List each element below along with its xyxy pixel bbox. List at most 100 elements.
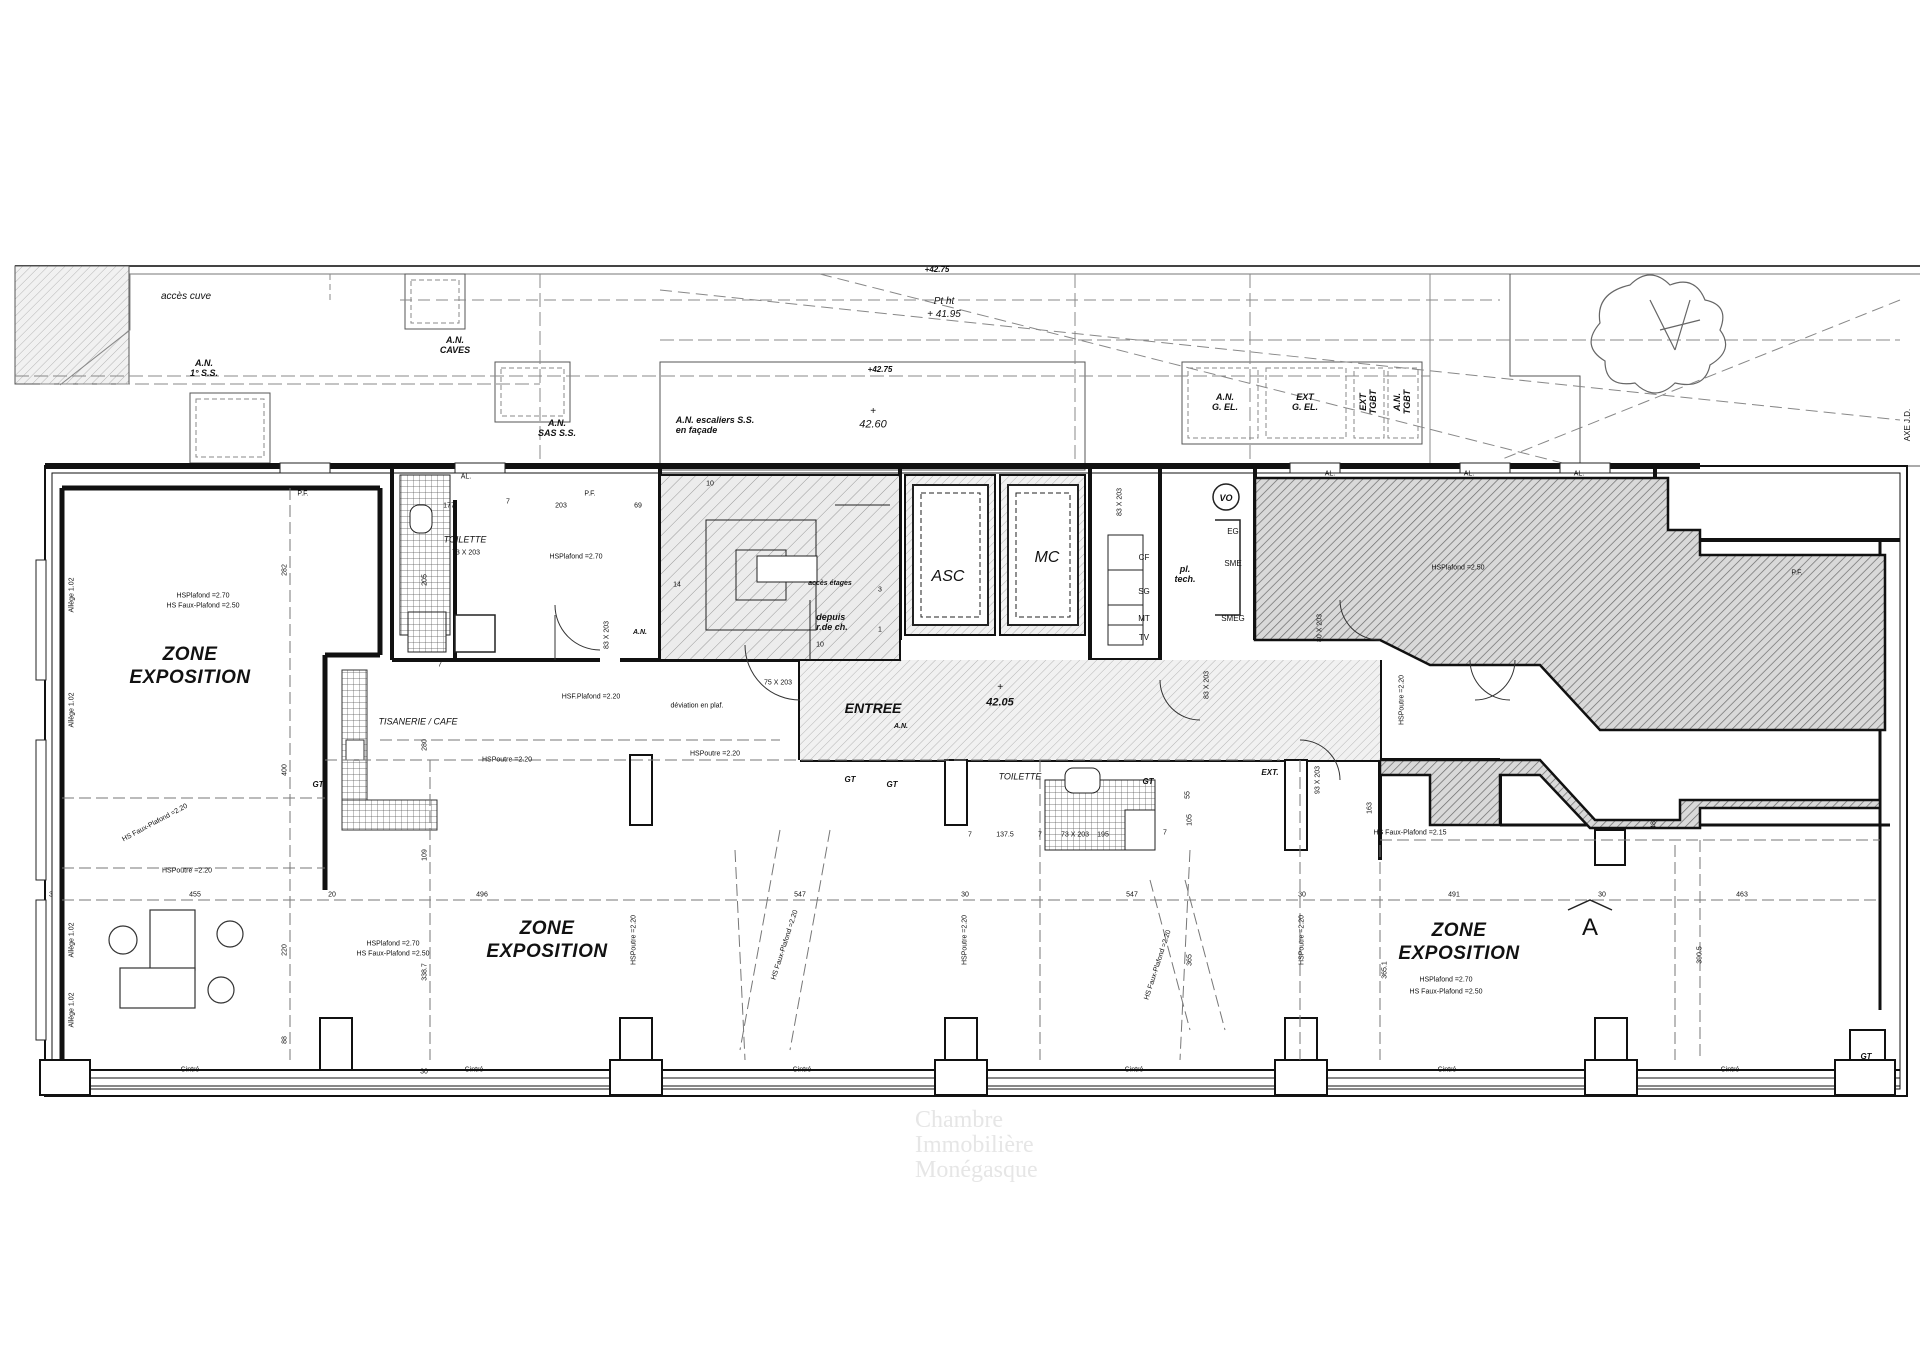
dim-195: 195: [1097, 831, 1109, 839]
dim-547-a: 547: [794, 891, 806, 899]
dim-365: 365: [1186, 954, 1194, 966]
kitchenette: [341, 669, 438, 831]
hspoutre-vertical-1: HSPoutre =2.20: [630, 914, 638, 966]
dim-10: 10: [706, 480, 714, 488]
left-plafond-height: HSPlafond =2.70: [176, 592, 230, 600]
dim-3: 3: [49, 891, 53, 899]
office-plafond-height: HSPlafond =2.70: [549, 553, 603, 561]
right-faux-plafond-height: HS Faux-Plafond =2.50: [1409, 988, 1483, 996]
toilette-top-label: TOILETTE: [443, 534, 487, 545]
beam-lines: [62, 488, 1880, 1061]
dim-282: 282: [281, 564, 289, 576]
tv-label: TV: [1138, 633, 1150, 642]
ext-small-label: EXT.: [1261, 768, 1279, 777]
sg-label: SG: [1138, 587, 1150, 596]
hsf-plafond-height: HSF.Plafond =2.20: [561, 693, 621, 701]
gt-label-2: GT: [844, 775, 856, 784]
dim-390-5: 390.5: [1696, 946, 1704, 964]
asc-label: ASC: [931, 568, 965, 585]
gt-label-1: GT: [312, 780, 324, 789]
toilette-bottom-label: TOILETTE: [998, 771, 1042, 782]
dim-88: 88: [281, 1036, 289, 1044]
dim-20: 20: [328, 891, 336, 899]
sme-label: SME: [1224, 559, 1242, 568]
dim-547-b: 547: [1126, 891, 1138, 899]
dim-137-5: 137.5: [996, 831, 1014, 839]
door-83-b: 83 X 203: [1203, 670, 1211, 700]
dim-163: 163: [1366, 802, 1374, 814]
left-faux-plafond-height: HS Faux-Plafond =2.50: [166, 602, 240, 610]
cintre-5: Cintré: [1437, 1066, 1457, 1074]
acces-etages-label: accès étages: [808, 580, 852, 587]
door-swings: [554, 599, 1516, 781]
tisanerie-label: TISANERIE / CAFE: [378, 716, 458, 727]
door-93: 93 X 203: [1314, 765, 1322, 795]
allege-3: Allège 1.02: [68, 922, 76, 958]
an-small-label-1: A.N.: [633, 629, 647, 636]
dim-496: 496: [476, 891, 488, 899]
dim-109: 109: [421, 849, 429, 861]
facade-windows: [35, 462, 1611, 1041]
dim-55: 55: [1184, 791, 1192, 799]
allege-2: Allège 1.02: [68, 692, 76, 728]
gt-label-5: GT: [1860, 1052, 1872, 1061]
hspoutre-vertical-3: HSPoutre =2.20: [1298, 914, 1306, 966]
dim-7-a: 7: [506, 498, 510, 506]
dim-203: 203: [555, 502, 567, 510]
dim-7-c: 7: [1038, 831, 1042, 839]
right-plafond-height: HSPlafond =2.70: [1419, 976, 1473, 984]
mt-label: MT: [1138, 614, 1150, 623]
hall-plus: +: [997, 682, 1003, 693]
cf-label: CF: [1138, 553, 1150, 562]
vo-label: VO: [1219, 493, 1233, 503]
mid-plafond-height: HSPlafond =2.70: [366, 940, 420, 948]
al-label-1: AL.: [460, 473, 472, 481]
dim-400: 400: [281, 764, 289, 776]
an-gel-label: A.N.G. EL.: [1211, 392, 1239, 412]
allege-4: Allège 1.02: [68, 992, 76, 1028]
dim-30-b: 30: [1298, 891, 1306, 899]
hspoutre-c: HSPoutre =2.20: [161, 867, 213, 875]
an-1ss-label: A.N.1° S.S.: [189, 358, 219, 378]
dim-7-e: 7: [438, 661, 442, 669]
dim-14: 14: [673, 581, 681, 589]
watermark-logo: Chambre Immobilière Monégasque: [915, 1107, 1038, 1183]
pf-label-1: P.F.: [297, 490, 309, 498]
eg-label: EG: [1227, 527, 1239, 536]
court-plus: +: [870, 406, 876, 417]
al-label-4: AL.: [1573, 470, 1585, 478]
dim-7-b: 7: [968, 831, 972, 839]
an-sas-label: A.N.SAS S.S.: [537, 418, 577, 438]
door-83-c: 83 X 203: [1116, 487, 1124, 517]
gt-label-3: GT: [886, 780, 898, 789]
dim-205: 205: [421, 574, 429, 586]
dim-48: 48: [1650, 821, 1658, 829]
an-escaliers-label: A.N. escaliers S.S.en façade: [675, 415, 755, 435]
stair-lift-detail: [705, 483, 1241, 660]
dim-30-c: 30: [1598, 891, 1606, 899]
dim-491: 491: [1448, 891, 1460, 899]
toilet-rooms: [399, 474, 1156, 851]
toilette-bottom-dim: 73 X 203: [1060, 831, 1090, 839]
court-spot-level: 42.60: [859, 418, 887, 431]
deviation-label: déviation en plaf.: [670, 702, 724, 710]
hspoutre-a: HSPoutre =2.20: [689, 750, 741, 758]
axe-label: AXE J.D.: [1903, 408, 1912, 442]
door-75: 75 X 203: [763, 679, 793, 687]
hspoutre-b: HSPoutre =2.20: [481, 756, 533, 764]
tree-symbol: [1590, 274, 1727, 394]
hspoutre-vertical-2: HSPoutre =2.20: [961, 914, 969, 966]
mc-label: MC: [1034, 549, 1060, 566]
cintre-1: Cintré: [180, 1066, 200, 1074]
dim-365-1: 365.1: [1381, 961, 1389, 979]
hatched-plafond-height: HSPlafond =2.50: [1431, 564, 1485, 572]
allege-1: Allège 1.02: [68, 577, 76, 613]
door-80: 80 X 203: [1316, 613, 1324, 643]
gt-label-4: GT: [1142, 777, 1154, 786]
al-label-2: AL.: [1324, 470, 1336, 478]
